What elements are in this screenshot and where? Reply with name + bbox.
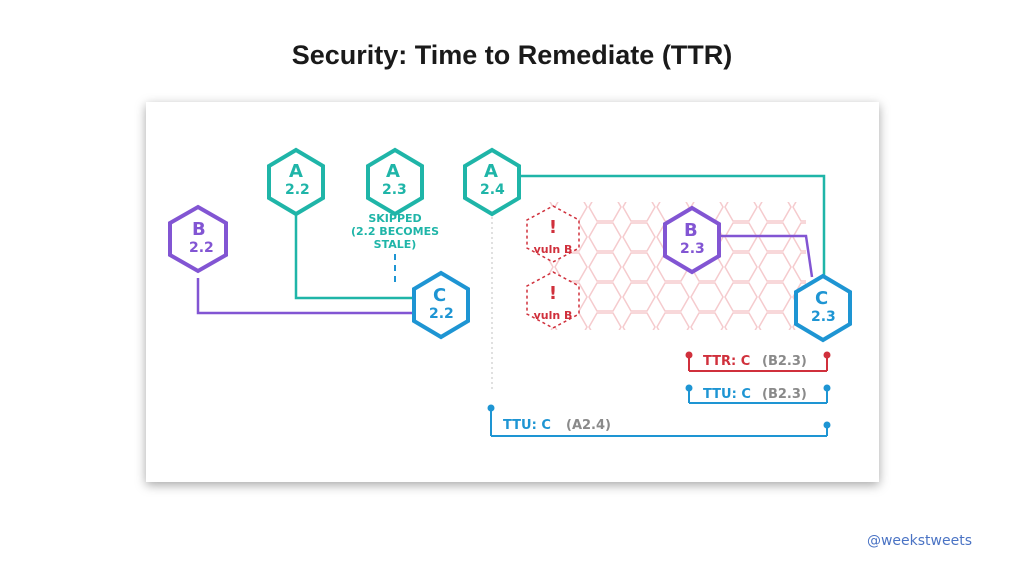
ttr-bracket: TTR: C (B2.3) <box>685 351 831 372</box>
node-c23-letter: C <box>815 288 828 309</box>
remediation-diagram: B 2.2 A 2.2 A 2.3 A 2.4 C 2.2 B 2.3 C 2.… <box>168 147 852 437</box>
node-a23-version: 2.3 <box>382 182 407 198</box>
node-a22-letter: A <box>289 161 303 182</box>
node-c23-version: 2.3 <box>811 309 836 325</box>
skipped-label-line-3: STALE) <box>374 238 417 251</box>
node-a23: A 2.3 <box>366 147 424 217</box>
node-a22: A 2.2 <box>267 147 325 217</box>
node-b22-letter: B <box>192 219 206 240</box>
ttu-a-bracket: TTU: C (A2.4) <box>487 404 831 437</box>
node-c22-version: 2.2 <box>429 306 454 322</box>
node-c22: C 2.2 <box>412 270 470 340</box>
node-a24-version: 2.4 <box>480 182 505 198</box>
vuln-marker-1-exclamation: ! <box>549 217 557 238</box>
vuln-marker-1: ! vuln B <box>526 205 580 263</box>
node-b23: B 2.3 <box>663 205 721 275</box>
vuln-marker-2-label: vuln B <box>534 309 573 322</box>
diagram-card: B 2.2 A 2.2 A 2.3 A 2.4 C 2.2 B 2.3 C 2.… <box>146 102 879 482</box>
ttu-b-detail: (B2.3) <box>762 387 807 402</box>
connector-a22-c22 <box>294 205 416 300</box>
vuln-marker-2-exclamation: ! <box>549 283 557 304</box>
ttu-b-bracket: TTU: C (B2.3) <box>685 384 831 404</box>
ttu-a-detail: (A2.4) <box>566 418 611 433</box>
skipped-label-line-2: (2.2 BECOMES <box>351 225 439 238</box>
vuln-marker-2: ! vuln B <box>526 271 580 329</box>
vuln-marker-1-label: vuln B <box>534 243 573 256</box>
connector-b22-c22 <box>196 278 416 315</box>
node-a24-letter: A <box>484 161 498 182</box>
connector-b23-c23 <box>719 234 814 278</box>
node-b22: B 2.2 <box>168 204 228 274</box>
node-a23-letter: A <box>386 161 400 182</box>
node-b22-version: 2.2 <box>189 240 214 256</box>
node-b23-version: 2.3 <box>680 241 705 257</box>
connector-a24-c23 <box>519 174 826 280</box>
ttr-label: TTR: C <box>703 354 750 369</box>
skipped-label-line-1: SKIPPED <box>368 212 421 225</box>
twitter-handle: @weekstweets <box>866 533 972 549</box>
ttu-a-label: TTU: C <box>503 418 551 433</box>
ttu-b-label: TTU: C <box>703 387 751 402</box>
node-a24: A 2.4 <box>463 147 521 217</box>
ttr-detail: (B2.3) <box>762 354 807 369</box>
page-title: Security: Time to Remediate (TTR) <box>291 40 733 70</box>
node-a22-version: 2.2 <box>285 182 310 198</box>
node-c22-letter: C <box>433 285 446 306</box>
node-c23: C 2.3 <box>794 273 852 343</box>
node-b23-letter: B <box>684 220 698 241</box>
